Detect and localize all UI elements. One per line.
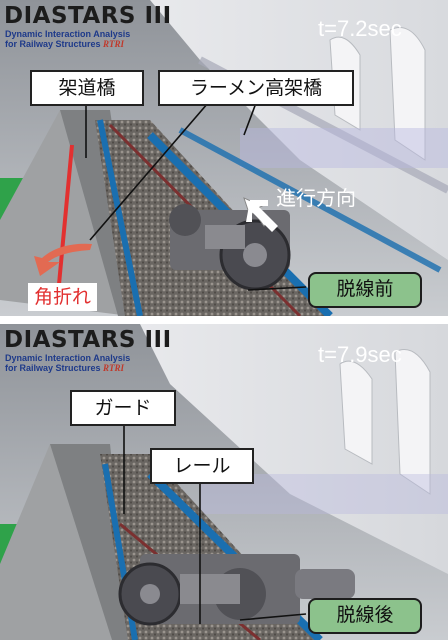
direction-arrow-body: [246, 200, 278, 232]
leader-line-rahmen-2: [243, 102, 257, 136]
logo-subtitle-line2: for Railway Structures RTRI: [5, 39, 124, 49]
label-rail: レール: [150, 448, 254, 484]
train-car-body: [150, 0, 448, 260]
label-guard: ガード: [70, 390, 176, 426]
logo-title: DIASTARS III: [4, 3, 172, 29]
logo-subtitle-line2: for Railway Structures RTRI: [5, 363, 124, 373]
car-skirt-shadow: [240, 128, 448, 168]
label-rahmen-viaduct: ラーメン高架橋: [158, 70, 354, 106]
angle-break-arrow: [34, 243, 92, 276]
angle-break-line: [56, 144, 74, 296]
train-window: [394, 349, 431, 495]
time-readout: t=7.9sec: [318, 342, 402, 367]
logo-subtitle-text: for Railway Structures: [5, 39, 101, 49]
bottom-simulation-panel: DIASTARS III Dynamic Interaction Analysi…: [0, 324, 448, 640]
leader-line-status-bottom: [239, 613, 307, 621]
rail-far: [178, 127, 442, 273]
rtri-mark: RTRI: [103, 39, 125, 49]
logo-subtitle-text: for Railway Structures: [5, 363, 101, 373]
bogie: [118, 554, 355, 626]
logo-title: DIASTARS III: [4, 327, 172, 353]
top-simulation-panel: DIASTARS III Dynamic Interaction Analysi…: [0, 0, 448, 316]
label-angle-break: 角折れ: [28, 283, 98, 311]
leader-line-status-top: [247, 286, 307, 291]
label-viaduct: 架道橋: [30, 70, 144, 106]
rtri-mark: RTRI: [103, 363, 125, 373]
bogie: [169, 204, 291, 291]
leader-line-rahmen: [89, 102, 209, 241]
status-badge-before: 脱線前: [308, 272, 422, 308]
logo-subtitle-line1: Dynamic Interaction Analysis: [5, 29, 131, 39]
train-window: [389, 27, 426, 161]
time-readout: t=7.2sec: [318, 16, 402, 41]
status-badge-after: 脱線後: [308, 598, 422, 634]
top-scene-render: [0, 0, 448, 316]
train-window: [339, 360, 373, 465]
panel-divider: [0, 316, 448, 324]
logo-subtitle-line1: Dynamic Interaction Analysis: [5, 353, 131, 363]
label-direction: 進行方向: [276, 186, 356, 210]
rail-left: [97, 119, 143, 316]
